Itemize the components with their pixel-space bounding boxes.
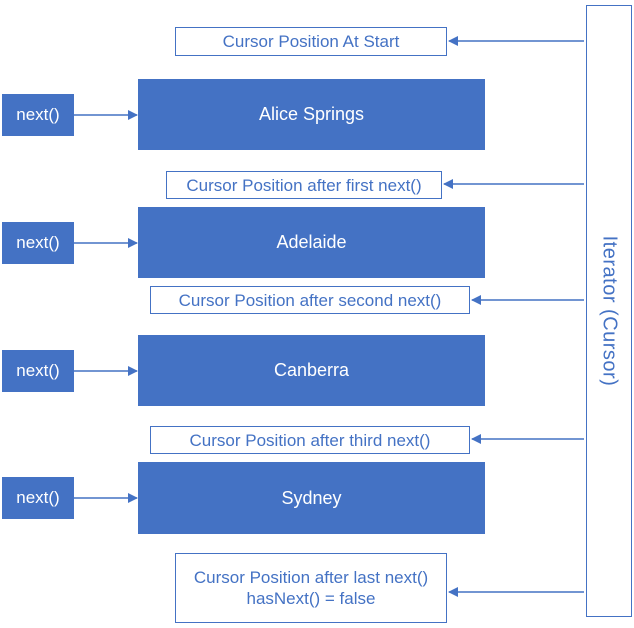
item-label: Adelaide xyxy=(276,232,347,252)
cursor-position-final-line1: Cursor Position after last next() xyxy=(193,568,429,587)
next-label: next() xyxy=(16,105,60,124)
next-label: next() xyxy=(16,361,60,380)
cursor-position-first: Cursor Position after first next() xyxy=(166,171,442,199)
item-label: Canberra xyxy=(273,360,350,380)
next-box-2: next() xyxy=(2,222,74,264)
cursor-position-second-label: Cursor Position after second next() xyxy=(178,290,442,310)
cursor-position-third: Cursor Position after third next() xyxy=(150,426,470,454)
next-box-4: next() xyxy=(2,477,74,519)
cursor-position-final: Cursor Position after last next() hasNex… xyxy=(175,553,447,623)
cursor-position-final-line2: hasNext() = false xyxy=(246,589,376,608)
item-box-sydney: Sydney xyxy=(138,462,485,534)
item-box-alice-springs: Alice Springs xyxy=(138,79,485,150)
item-box-canberra: Canberra xyxy=(138,335,485,406)
iterator-label: Iterator (Cursor) xyxy=(598,235,621,387)
item-label: Sydney xyxy=(281,487,342,508)
cursor-position-first-label: Cursor Position after first next() xyxy=(186,175,422,195)
iterator-box: Iterator (Cursor) xyxy=(586,5,632,617)
item-box-adelaide: Adelaide xyxy=(138,207,485,278)
item-label: Alice Springs xyxy=(258,104,365,124)
cursor-position-third-label: Cursor Position after third next() xyxy=(189,430,431,450)
next-box-1: next() xyxy=(2,94,74,136)
next-box-3: next() xyxy=(2,350,74,392)
cursor-position-second: Cursor Position after second next() xyxy=(150,286,470,314)
cursor-position-start-label: Cursor Position At Start xyxy=(222,32,400,51)
cursor-position-start: Cursor Position At Start xyxy=(175,27,447,56)
next-label: next() xyxy=(16,488,60,507)
next-label: next() xyxy=(16,233,60,252)
